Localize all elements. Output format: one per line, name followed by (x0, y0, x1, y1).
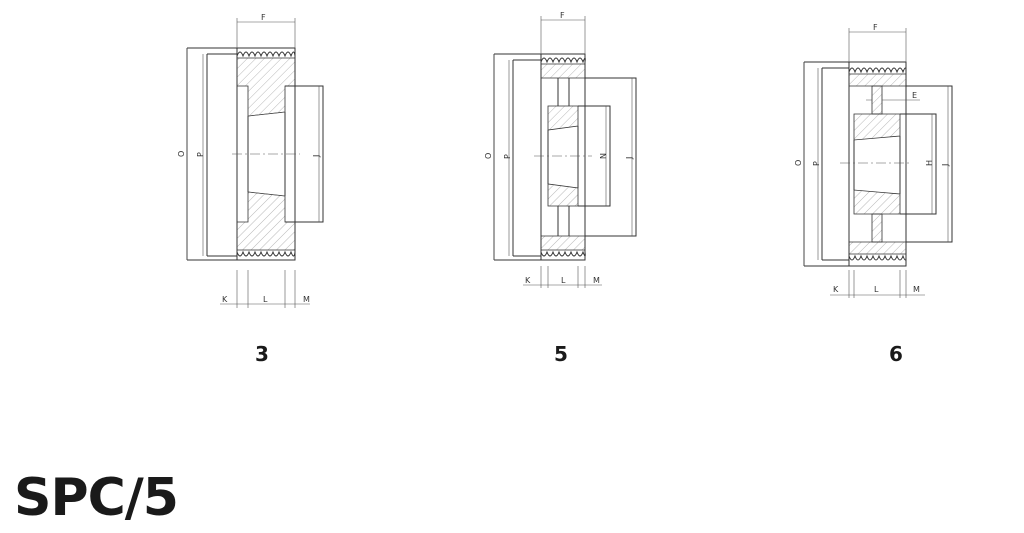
dim-m-5: M (593, 276, 600, 285)
dim-f-5: F (560, 11, 565, 20)
dim-m-3: M (303, 295, 310, 304)
dim-j-3: J (312, 155, 321, 158)
dim-e-6: E (912, 91, 917, 100)
dim-k-3: K (222, 295, 228, 304)
dim-n-5: N (599, 153, 608, 159)
dim-k-5: K (525, 276, 531, 285)
view-caption-5: 5 (554, 342, 568, 366)
dim-f-3: F (261, 13, 266, 22)
dim-l-3: L (263, 295, 268, 304)
dim-m-6: M (913, 285, 920, 294)
view-caption-6: 6 (889, 342, 903, 366)
dim-p-6: P (812, 161, 821, 166)
dim-h-6: H (925, 160, 934, 166)
dim-o-6: O (794, 160, 803, 166)
dim-j-5: J (625, 157, 634, 160)
dim-k-6: K (833, 285, 839, 294)
pulley-view-3 (186, 18, 324, 308)
view-caption-3: 3 (255, 342, 269, 366)
dim-l-6: L (874, 285, 879, 294)
dim-p-5: P (503, 154, 512, 159)
dim-j-6: J (941, 164, 950, 167)
pulley-view-6 (803, 28, 953, 298)
dim-f-6: F (873, 23, 878, 32)
dim-o-3: O (177, 151, 186, 157)
dim-l-5: L (561, 276, 566, 285)
page-title: SPC/5 (14, 468, 179, 528)
dim-o-5: O (484, 153, 493, 159)
pulley-view-5 (493, 16, 637, 288)
dim-p-3: P (196, 152, 205, 157)
